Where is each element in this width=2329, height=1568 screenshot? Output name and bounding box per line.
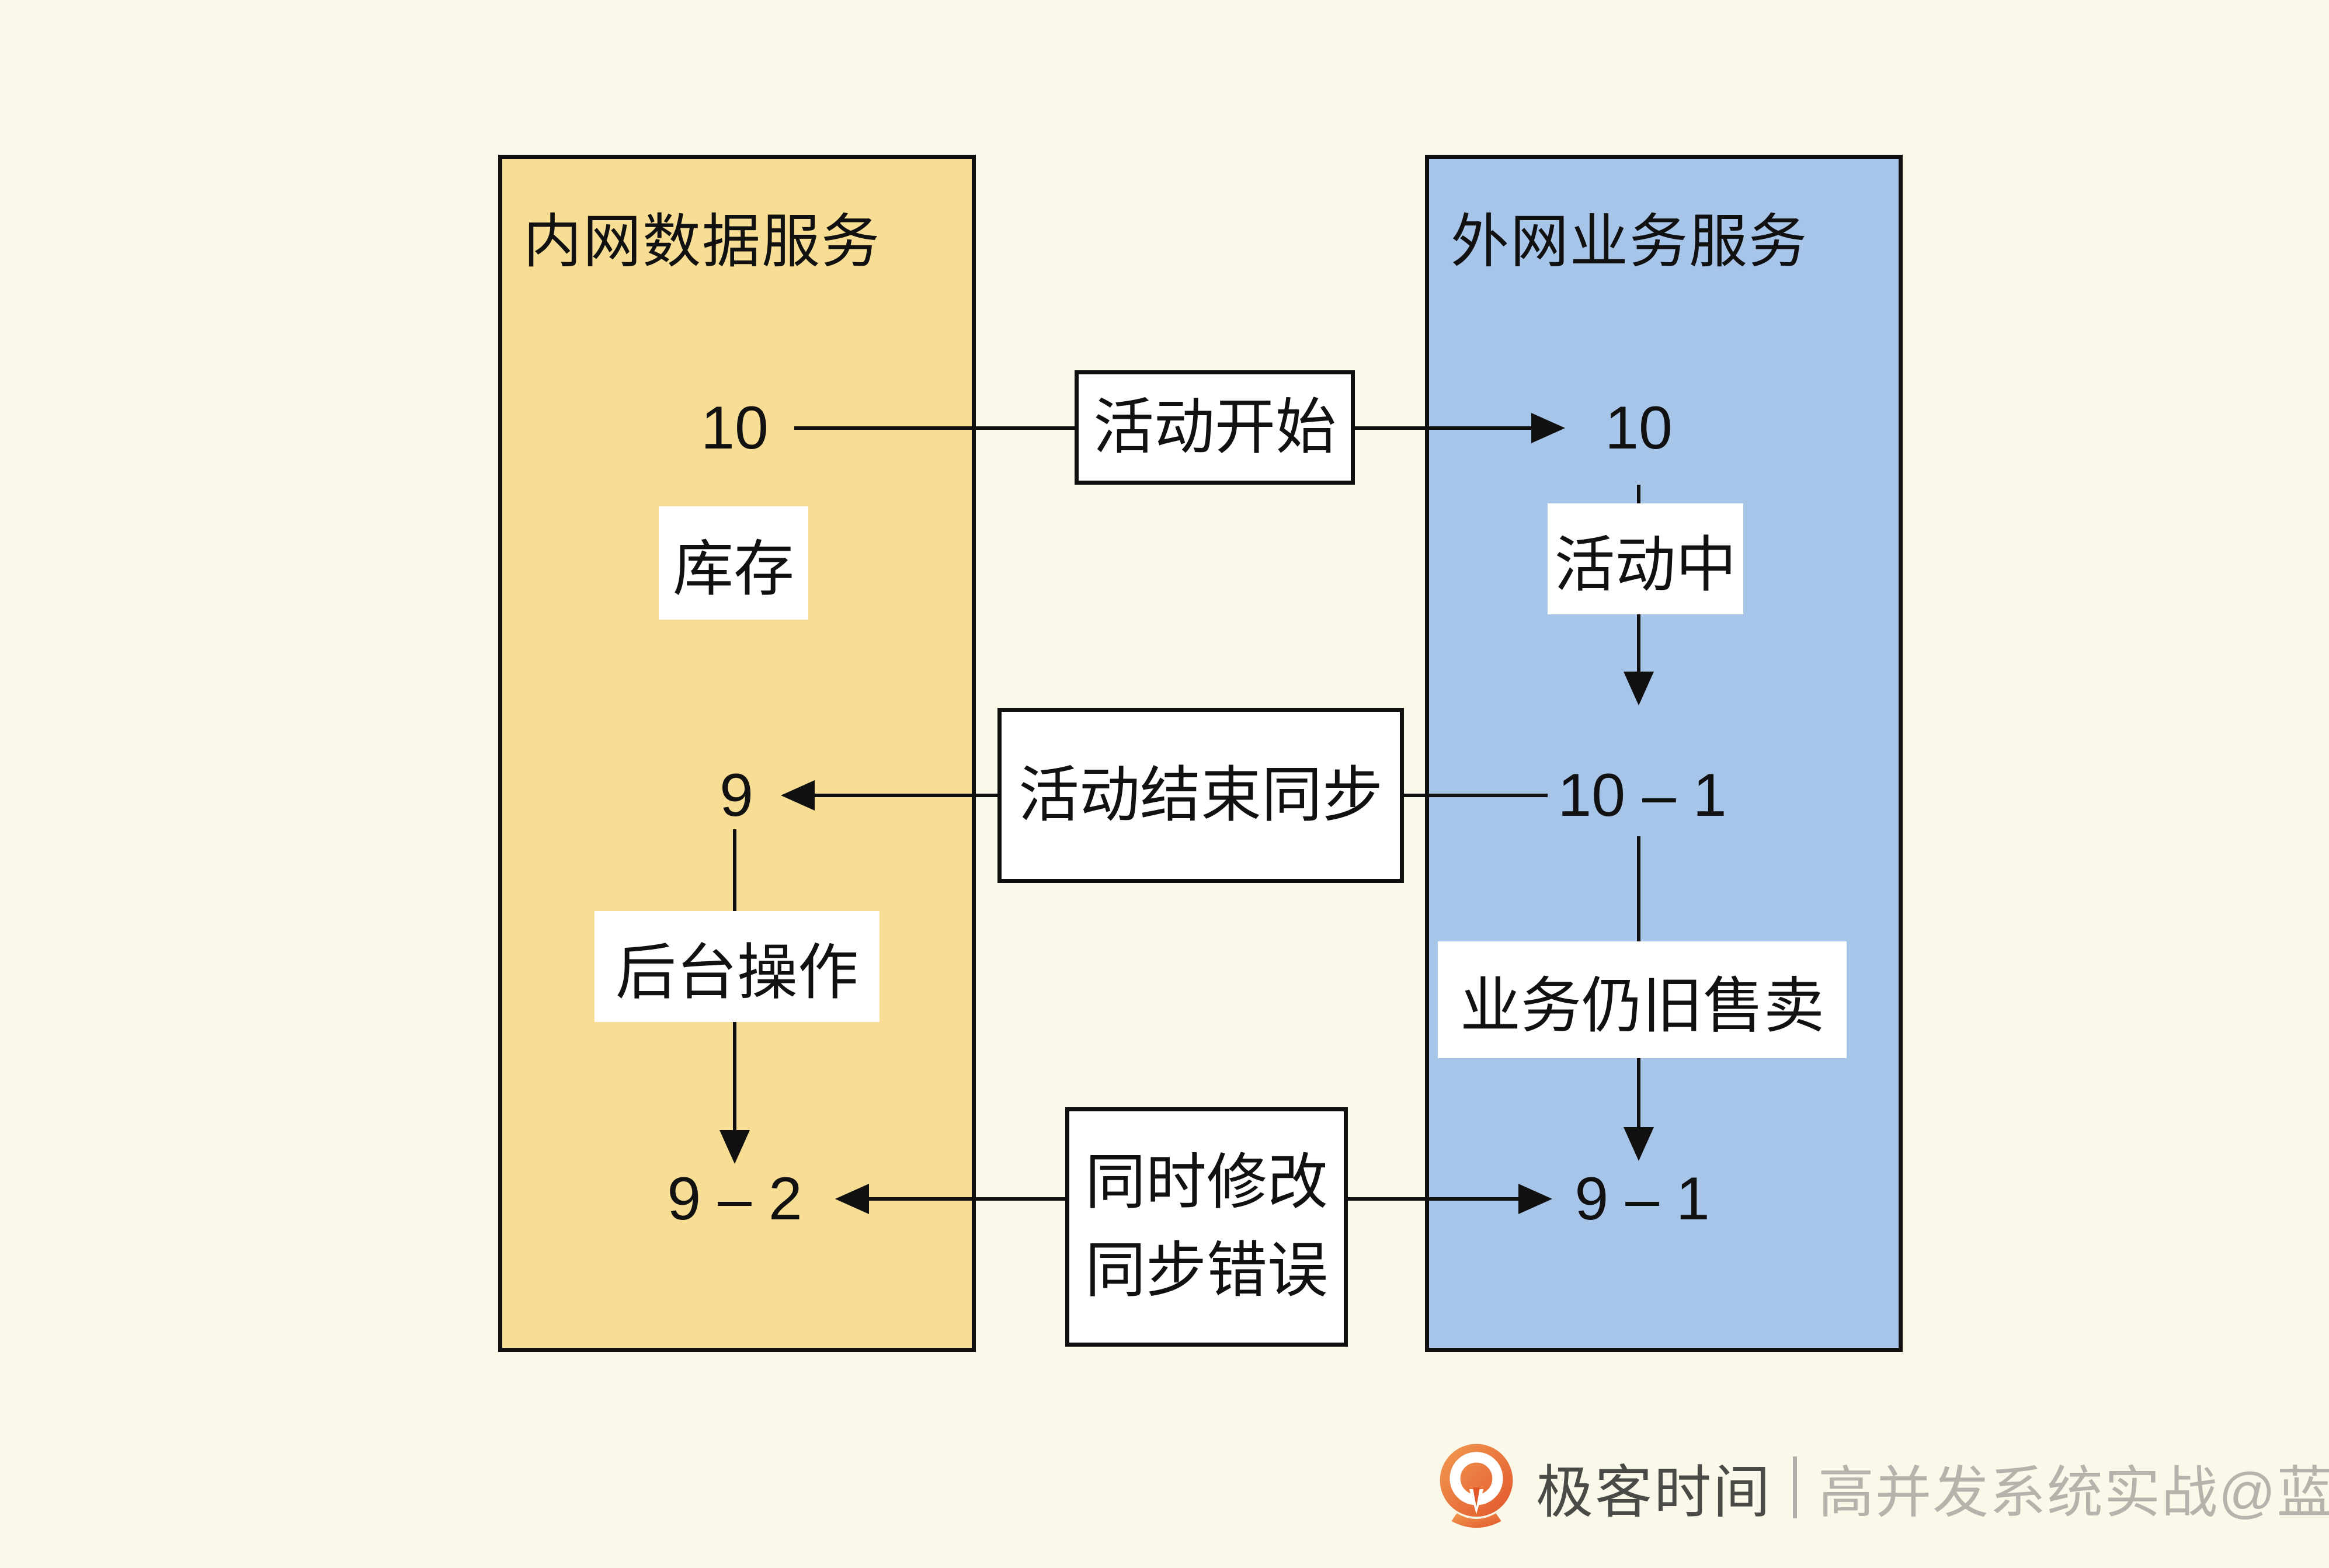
external-panel-title: 外网业务服务	[1451, 209, 1808, 274]
external-final-stock: 9 – 1	[1574, 1164, 1710, 1233]
arrow-end-sync-head-icon	[781, 780, 815, 811]
watermark-separator	[1793, 1456, 1798, 1518]
arrow-still-selling-head-icon	[1624, 1127, 1654, 1161]
stock-label-text: 库存	[672, 535, 794, 603]
stock-label: 库存	[659, 506, 808, 620]
arrow-activity-start-line-right	[1355, 426, 1531, 430]
backend-op-label-text: 后台操作	[615, 938, 858, 1007]
in-activity-label: 活动中	[1548, 503, 1743, 614]
concurrent-edit-label-line1: 同时修改	[1084, 1149, 1328, 1217]
activity-end-sync-label: 活动结束同步	[1018, 761, 1383, 829]
arrow-activity-start-line-left	[794, 426, 1075, 430]
watermark: 极客时间 高并发系统实战@蓝天	[1432, 1440, 2329, 1535]
watermark-brand-text: 极客时间	[1536, 1460, 1772, 1524]
in-activity-label-text: 活动中	[1554, 531, 1737, 599]
concurrent-edit-box: 同时修改 同步错误	[1065, 1107, 1348, 1347]
external-business-service-panel	[1425, 155, 1903, 1352]
still-selling-label: 业务仍旧售卖	[1438, 941, 1847, 1058]
activity-start-box: 活动开始	[1075, 370, 1355, 485]
internal-initial-stock: 10	[701, 394, 769, 462]
external-initial-stock: 10	[1605, 394, 1673, 462]
watermark-credit-text: 高并发系统实战@蓝天	[1818, 1461, 2329, 1524]
internal-synced-stock: 9	[719, 761, 753, 829]
arrow-end-sync-line-right	[1404, 794, 1548, 797]
arrow-in-activity-head-icon	[1624, 672, 1654, 705]
arrow-concurrent-right-head-icon	[1518, 1184, 1552, 1214]
internal-panel-title: 内网数据服务	[523, 209, 881, 274]
external-during-stock: 10 – 1	[1558, 761, 1727, 829]
activity-start-label: 活动开始	[1093, 393, 1336, 461]
still-selling-label-text: 业务仍旧售卖	[1459, 972, 1824, 1040]
activity-end-sync-box: 活动结束同步	[997, 708, 1404, 883]
backend-op-label: 后台操作	[595, 911, 880, 1022]
internal-final-stock: 9 – 2	[667, 1164, 802, 1233]
geektime-logo-icon	[1440, 1444, 1513, 1528]
arrow-activity-start-head-icon	[1531, 413, 1565, 443]
arrow-end-sync-line-left	[815, 794, 997, 797]
arrow-concurrent-line-right	[1348, 1197, 1518, 1201]
arrow-backend-op-head-icon	[719, 1130, 750, 1164]
arrow-concurrent-left-head-icon	[835, 1184, 869, 1214]
concurrent-edit-label-line2: 同步错误	[1084, 1237, 1328, 1305]
arrow-concurrent-line-left	[869, 1197, 1065, 1201]
